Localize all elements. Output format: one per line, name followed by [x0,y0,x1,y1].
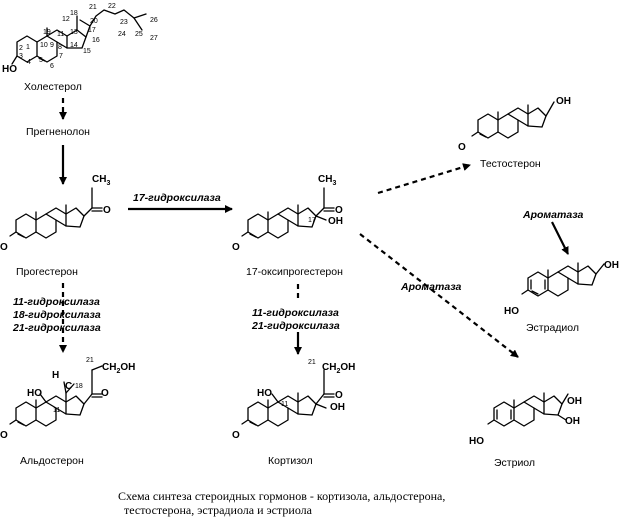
estradiol-structure [521,262,605,297]
progesterone-o-label: O [0,242,8,253]
svg-text:15: 15 [83,48,91,55]
progesterone-ch3-label: CH3 [92,174,110,187]
estriol-oh2-label: OH [565,416,580,427]
cortisol-ketone-o: O [335,390,343,401]
svg-text:11: 11 [281,401,288,408]
enzyme-cort-11-hydroxylase: 11-гидроксилаза [252,307,339,319]
pregnenolone-label: Прегненолон [26,126,90,138]
svg-text:8: 8 [58,44,62,51]
svg-text:27: 27 [150,35,158,42]
aldosterone-o-label: O [0,430,8,441]
svg-text:19: 19 [43,29,51,36]
estriol-oh1-label: OH [567,396,582,407]
testosterone-label: Тестостерон [480,158,541,170]
svg-text:21: 21 [86,357,94,364]
cortisol-ho-label: HO [257,388,272,399]
progesterone-label: Прогестерон [16,266,78,278]
svg-text:22: 22 [108,3,116,10]
svg-text:2: 2 [19,45,23,52]
aldosterone-ch2oh-label: CH2OH [102,362,135,375]
estriol-label: Эстриол [494,457,535,469]
progesterone-structure [9,187,103,239]
progesterone-ketone-o: O [103,205,111,216]
svg-text:17: 17 [88,27,96,34]
svg-text:3: 3 [19,53,23,60]
aldosterone-ketone-o: O [101,388,109,399]
cholesterol-ho-label: HO [2,64,17,75]
cortisol-o-label: O [232,430,240,441]
svg-text:13: 13 [70,29,78,36]
cholesterol-label: Холестерол [24,81,82,93]
hydroxyprogesterone-oh-label: OH [328,216,343,227]
enzyme-aromatase-mid: Ароматаза [400,281,462,293]
svg-text:7: 7 [59,53,63,60]
testosterone-o-label: O [458,142,466,153]
aldosterone-label: Альдостерон [20,455,84,467]
arrow-testosterone-estradiol [551,221,569,255]
svg-text:23: 23 [120,19,128,26]
arrow-hydroxyprogesterone-estriol [359,233,519,358]
enzyme-17-hydroxylase: 17-гидроксилаза [133,192,221,204]
aldosterone-structure [9,365,103,427]
caption-line-2: тестостерона, эстрадиола и эстриола [124,503,313,517]
svg-text:11: 11 [53,407,60,414]
enzyme-aldo-21-hydroxylase: 21-гидроксилаза [12,322,101,334]
hydroxyprogesterone-ch3-label: CH3 [318,174,336,187]
cortisol-oh-label: OH [330,402,345,413]
svg-text:16: 16 [92,37,100,44]
svg-text:17: 17 [308,217,316,224]
svg-text:6: 6 [50,63,54,70]
svg-text:20: 20 [90,18,98,25]
svg-text:5: 5 [39,57,43,64]
cholesterol-structure: HO 1 2 3 4 5 6 7 8 9 10 11 12 13 14 15 1… [2,3,158,75]
enzyme-aldo-18-hydroxylase: 18-гидроксилаза [13,309,101,321]
aldosterone-aldehyde-c: C [65,381,72,392]
hydroxyprogesterone-structure [241,187,335,239]
estriol-ho-label: HO [469,436,484,447]
arrow-hydroxyprogesterone-testosterone [377,163,471,195]
caption-line-1: Схема синтеза стероидных гормонов - корт… [118,489,445,503]
aldosterone-ho-label: HO [27,388,42,399]
hydroxyprogesterone-o-label: O [232,242,240,253]
svg-text:10: 10 [40,42,48,49]
svg-text:21: 21 [308,359,316,366]
cortisol-ch2oh-label: CH2OH [322,362,355,375]
testosterone-structure [471,101,555,139]
svg-text:14: 14 [70,42,78,49]
svg-text:25: 25 [135,31,143,38]
svg-text:11: 11 [57,31,64,38]
svg-text:26: 26 [150,17,158,24]
svg-text:9: 9 [50,42,54,49]
enzyme-cort-21-hydroxylase: 21-гидроксилаза [251,320,340,332]
svg-text:24: 24 [118,31,126,38]
estradiol-label: Эстрадиол [526,322,579,334]
testosterone-oh-label: OH [556,96,571,107]
cortisol-structure [241,369,335,427]
enzyme-aldo-11-hydroxylase: 11-гидроксилаза [13,296,100,308]
svg-text:21: 21 [89,4,97,11]
estradiol-ho-label: HO [504,306,519,317]
svg-text:1: 1 [26,44,30,51]
hydroxyprogesterone-ketone-o: O [335,205,343,216]
estradiol-oh-label: OH [604,260,619,271]
aldosterone-h-label: H [52,370,59,381]
hydroxyprogesterone-label: 17-оксипрогестерон [246,266,343,278]
svg-text:12: 12 [62,16,70,23]
svg-text:18: 18 [70,10,78,17]
cortisol-label: Кортизол [268,455,313,467]
enzyme-aromatase-top: Ароматаза [522,209,584,221]
svg-text:4: 4 [27,59,31,66]
estriol-structure [487,392,569,427]
svg-text:18: 18 [75,383,83,390]
